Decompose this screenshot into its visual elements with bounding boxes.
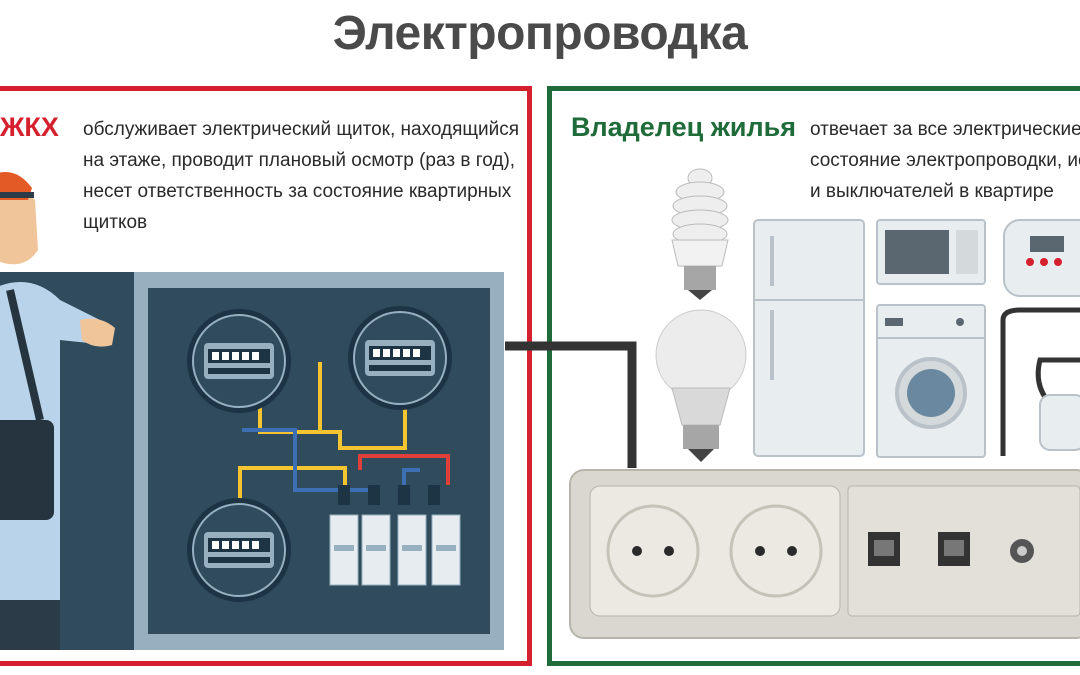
circuit-breaker-icon	[329, 485, 461, 586]
coax-port-icon	[1010, 539, 1034, 563]
cfl-bulb-icon	[671, 168, 729, 300]
vacuum-cleaner-icon	[1000, 307, 1080, 456]
electric-meter-icon	[348, 306, 452, 410]
multicooker-icon	[1003, 219, 1080, 297]
housing-service-panel	[0, 86, 532, 666]
description-line: обслуживает электрический щиток, находящ…	[83, 119, 520, 140]
network-port-icon	[868, 532, 970, 566]
electrician-figure	[0, 172, 115, 650]
microwave-icon	[876, 219, 986, 285]
description-line: несет ответственность за состояние кварт…	[83, 181, 512, 202]
housing-service-description: обслуживает электрический щиток, находящ…	[83, 114, 523, 238]
refrigerator-icon	[753, 219, 865, 457]
page-title: Электропроводка	[332, 7, 748, 60]
electric-meter-icon	[187, 498, 291, 602]
led-bulb-icon	[655, 309, 747, 462]
description-line: щитков	[83, 212, 148, 233]
power-socket-icon	[569, 469, 1080, 639]
electric-meter-icon	[187, 309, 291, 413]
homeowner-description: отвечает за все электрические п состояни…	[810, 114, 1080, 207]
homeowner-panel	[547, 86, 1080, 666]
description-line: отвечает за все электрические п	[810, 119, 1080, 140]
housing-service-heading: ЖКХ	[0, 112, 59, 142]
connecting-cable	[505, 341, 637, 468]
description-line: состояние электропроводки, ис	[810, 150, 1080, 171]
homeowner-heading: Владелец жилья	[571, 112, 796, 142]
description-line: и выключателей в квартире	[810, 181, 1054, 202]
description-line: на этаже, проводит плановый осмотр (раз …	[83, 150, 516, 171]
washing-machine-icon	[876, 304, 986, 458]
panel-wires	[238, 362, 450, 500]
